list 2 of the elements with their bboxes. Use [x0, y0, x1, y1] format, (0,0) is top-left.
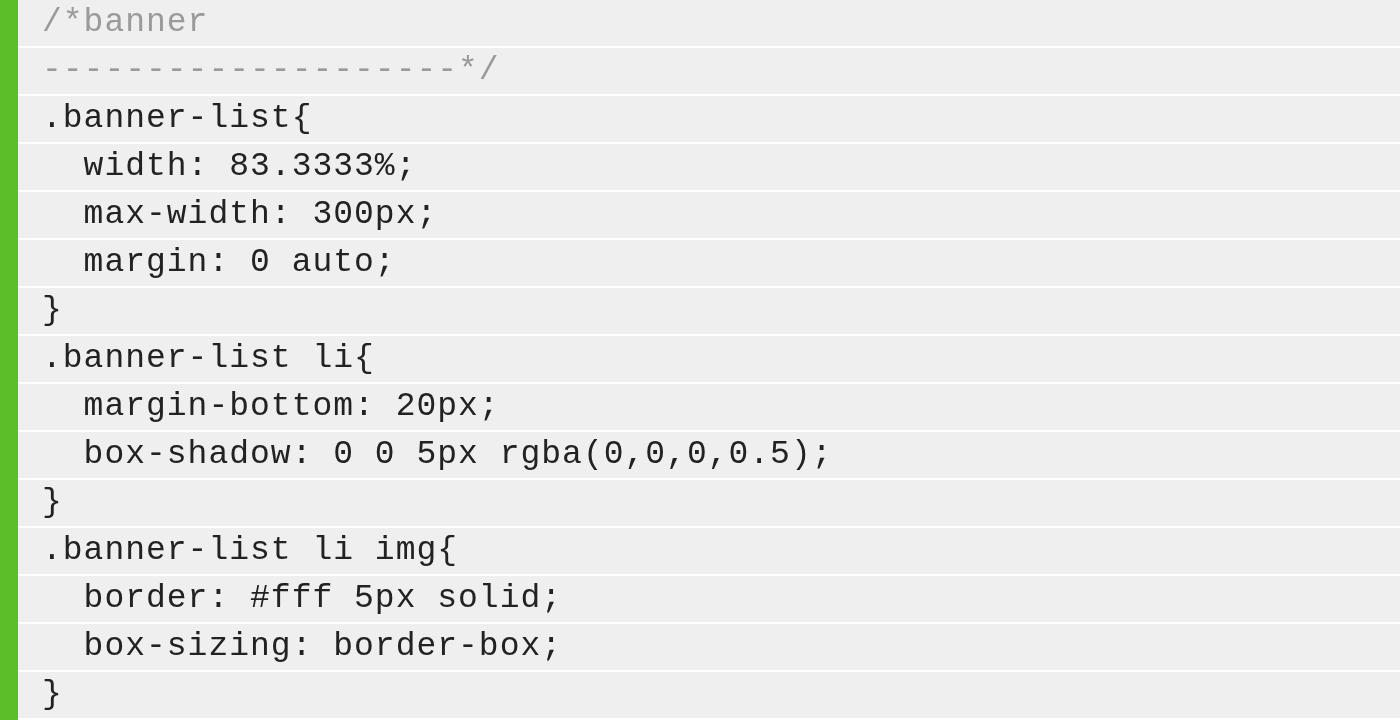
code-comment: /*banner — [18, 0, 1400, 46]
code-comment: --------------------*/ — [18, 48, 1400, 94]
